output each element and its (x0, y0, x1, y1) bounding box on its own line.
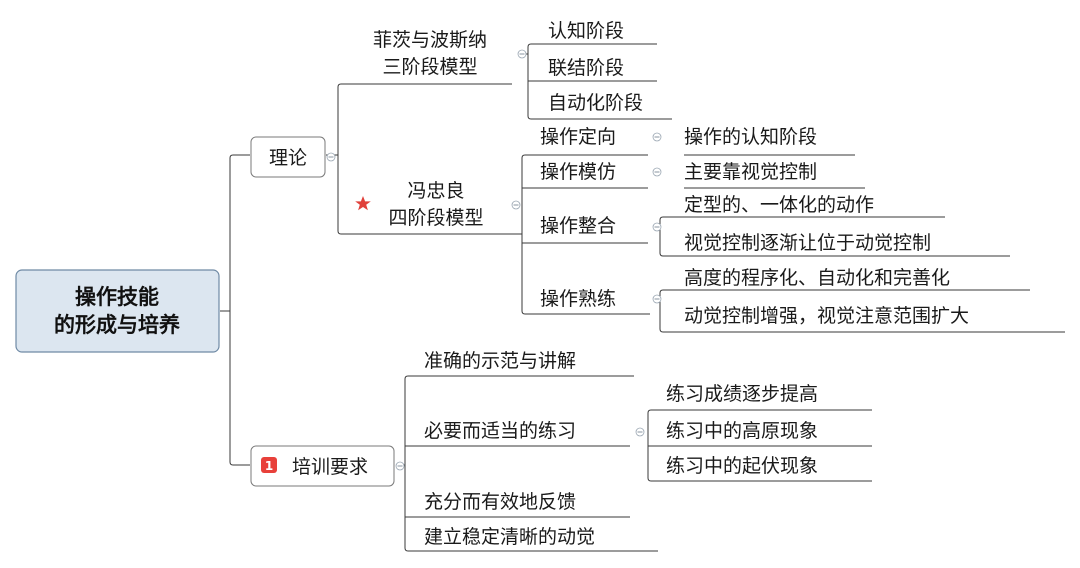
stage-proficiency-collapse-button[interactable] (652, 294, 662, 304)
imitation-detail[interactable]: 主要靠视觉控制 (684, 161, 817, 183)
theory-label: 理论 (269, 147, 307, 169)
connectors (220, 43, 1065, 552)
model1-stage-associative[interactable]: 联结阶段 (548, 57, 624, 79)
training-item-kinesthetic[interactable]: 建立稳定清晰的动觉 (424, 526, 595, 548)
model1-line1: 菲茨与波斯纳 (373, 29, 487, 51)
proficiency-detail-2[interactable]: 动觉控制增强，视觉注意范围扩大 (684, 305, 969, 327)
practice-detail-improvement[interactable]: 练习成绩逐步提高 (666, 383, 818, 405)
model2-collapse-button[interactable] (511, 200, 521, 210)
practice-detail-plateau[interactable]: 练习中的高原现象 (666, 420, 818, 442)
stage-imitation-collapse-button[interactable] (652, 167, 662, 177)
underlines (684, 154, 865, 189)
training-collapse-button[interactable] (395, 461, 405, 471)
training-item-practice[interactable]: 必要而适当的练习 (424, 420, 576, 442)
model1-stage-cognitive[interactable]: 认知阶段 (548, 20, 624, 42)
priority-badge-icon (261, 457, 277, 473)
model2-line2: 四阶段模型 (388, 207, 483, 229)
root-title-line1: 操作技能 (75, 285, 159, 309)
stage-orientation-collapse-button[interactable] (652, 132, 662, 142)
model1-collapse-button[interactable] (517, 49, 527, 59)
orientation-detail[interactable]: 操作的认知阶段 (684, 126, 817, 148)
training-node[interactable]: 1 培训要求 (250, 445, 395, 487)
root-node[interactable]: 操作技能 的形成与培养 (15, 269, 220, 353)
practice-detail-fluctuation[interactable]: 练习中的起伏现象 (666, 455, 818, 477)
model1-line2: 三阶段模型 (382, 56, 477, 78)
stage-integration[interactable]: 操作整合 (540, 215, 616, 237)
theory-collapse-button[interactable] (326, 152, 336, 162)
star-icon (355, 196, 371, 211)
model1-stage-autonomous[interactable]: 自动化阶段 (548, 92, 643, 114)
stage-integration-collapse-button[interactable] (652, 222, 662, 232)
model1-node[interactable]: 菲茨与波斯纳 三阶段模型 (373, 29, 487, 78)
training-item-feedback[interactable]: 充分而有效地反馈 (424, 491, 576, 513)
practice-collapse-button[interactable] (635, 427, 645, 437)
model2-line1: 冯忠良 (407, 180, 464, 202)
model2-node[interactable]: 冯忠良 四阶段模型 (355, 180, 484, 229)
training-item-demonstration[interactable]: 准确的示范与讲解 (424, 350, 576, 372)
proficiency-detail-1[interactable]: 高度的程序化、自动化和完善化 (684, 267, 950, 289)
priority-badge-number: 1 (265, 459, 273, 473)
stage-imitation[interactable]: 操作模仿 (540, 161, 616, 183)
training-label: 培训要求 (292, 456, 368, 478)
theory-node[interactable]: 理论 (250, 136, 326, 178)
stage-orientation[interactable]: 操作定向 (540, 126, 616, 148)
stage-proficiency[interactable]: 操作熟练 (540, 288, 616, 310)
root-title-line2: 的形成与培养 (54, 313, 180, 337)
integration-detail-2[interactable]: 视觉控制逐渐让位于动觉控制 (684, 232, 931, 254)
integration-detail-1[interactable]: 定型的、一体化的动作 (684, 194, 874, 216)
